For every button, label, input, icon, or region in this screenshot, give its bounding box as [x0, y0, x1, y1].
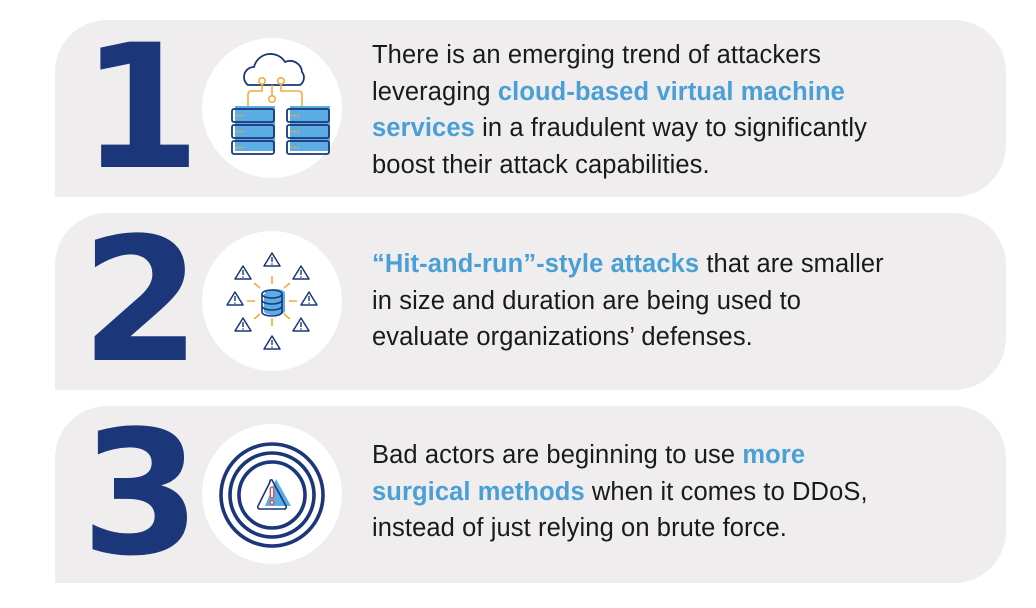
text-line: Bad actors are beginning to use more: [372, 441, 806, 469]
text-line: services in a fraudulent way to signific…: [372, 114, 867, 142]
trend-card-1: 1: [55, 20, 1006, 197]
card-number: 1: [81, 7, 201, 208]
highlight-text: services: [372, 114, 475, 142]
trend-card-3: 3 Bad actors are beginning to use more s…: [55, 406, 1006, 583]
targeted-alert-icon: [202, 424, 342, 564]
card-number: 3: [81, 393, 201, 594]
text-line: boost their attack capabilities.: [372, 150, 710, 179]
card-description: Bad actors are beginning to use more sur…: [372, 437, 992, 547]
cloud-servers-icon: [202, 38, 342, 178]
text-line: evaluate organizations’ defenses.: [372, 323, 753, 351]
text-line: There is an emerging trend of attackers: [372, 41, 821, 69]
highlight-text: “Hit-and-run”-style attacks: [372, 250, 700, 278]
card-description: “Hit-and-run”-style attacks that are sma…: [372, 246, 992, 356]
highlight-text: surgical methods: [372, 477, 585, 506]
text-line: instead of just relying on brute force.: [372, 514, 787, 542]
text-line: in size and duration are being used to: [372, 286, 802, 315]
card-number: 2: [81, 200, 201, 401]
database-warnings-icon: [202, 231, 342, 371]
highlight-text: cloud-based virtual machine: [497, 77, 845, 106]
highlight-text: more: [742, 441, 806, 469]
text-line: “Hit-and-run”-style attacks that are sma…: [372, 250, 884, 278]
text-line: leveraging cloud-based virtual machine: [372, 77, 845, 106]
text-line: surgical methods when it comes to DDoS,: [372, 477, 868, 506]
trend-card-2: 2: [55, 213, 1006, 390]
card-description: There is an emerging trend of attackers …: [372, 37, 992, 183]
